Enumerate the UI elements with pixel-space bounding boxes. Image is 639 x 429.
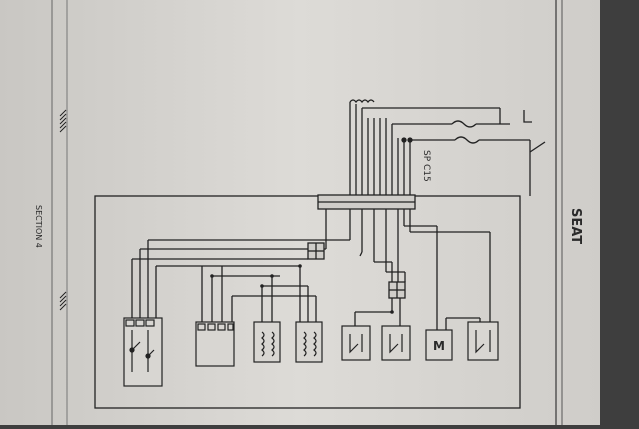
page-heading: SEAT: [568, 208, 583, 244]
component-memory-module: [195, 321, 235, 367]
fuse-bottom: [454, 136, 480, 144]
motor-symbol: M: [433, 339, 445, 353]
component-motor-coil-2: [295, 321, 323, 363]
splice-label: SP C15: [421, 150, 431, 182]
component-switch-b: [381, 325, 411, 361]
component-switch-c: [467, 321, 499, 361]
section-label: SECTION 4: [34, 205, 43, 248]
boundary-box: [94, 195, 521, 409]
component-switch-a: [341, 325, 371, 361]
edge-hatch-marks: [59, 109, 67, 311]
component-motor: [425, 329, 453, 361]
harness-bracket: [349, 99, 375, 104]
component-recliner-switch: [123, 317, 163, 387]
ignition-switch: [529, 141, 546, 153]
fuse-top: [451, 120, 477, 128]
wires: [94, 99, 546, 409]
junction-dots: [210, 264, 394, 314]
component-motor-coil-1: [253, 321, 281, 363]
relay-contact: [523, 110, 532, 123]
